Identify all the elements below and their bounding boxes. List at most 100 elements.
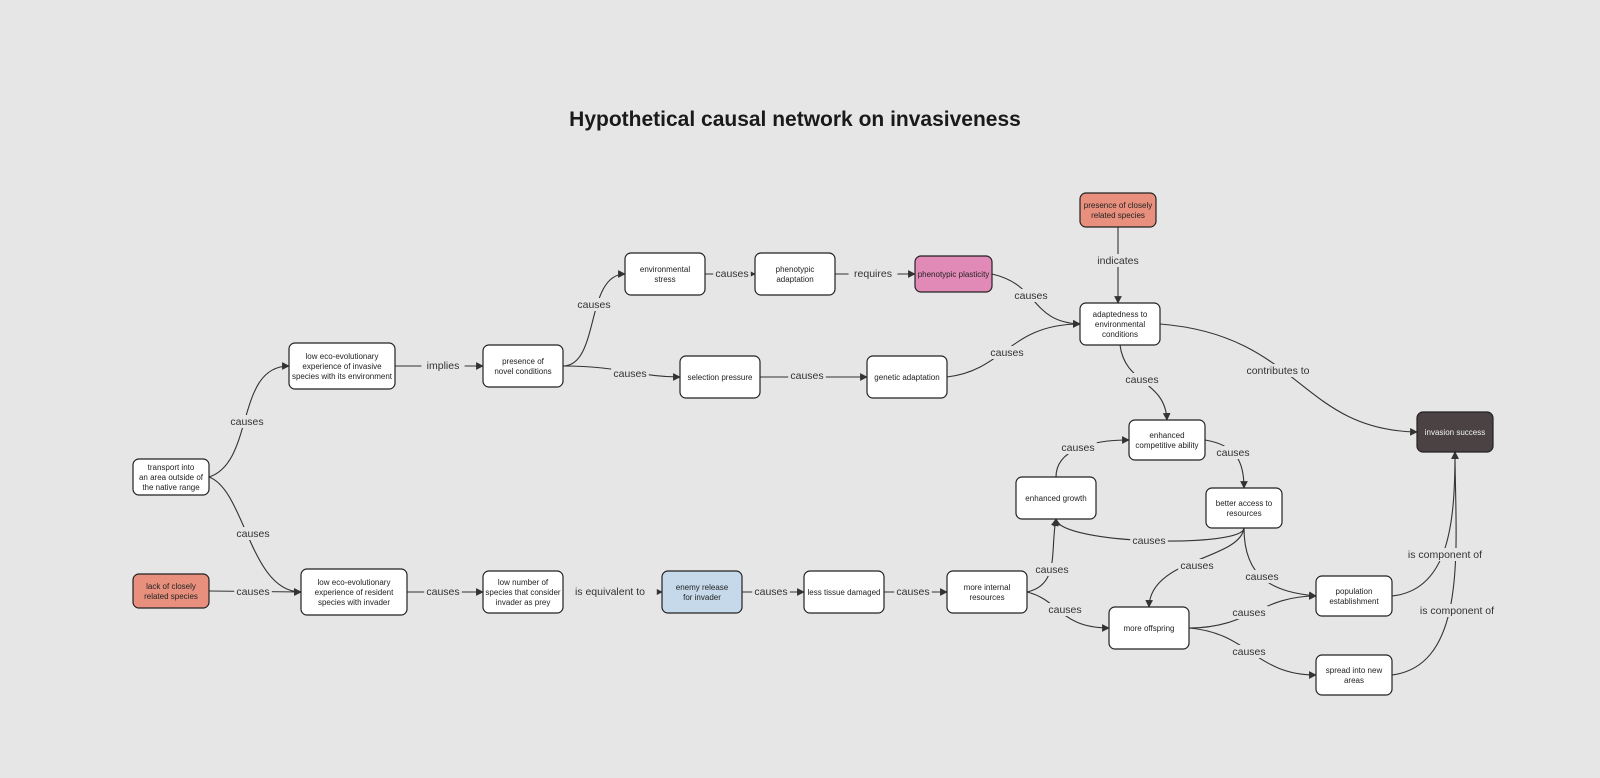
- node-label-line: species with its environment: [292, 372, 393, 381]
- edge-pheno-plast-to-adaptedness: [991, 273, 1081, 328]
- node-label-line: enemy release: [676, 583, 729, 592]
- node-label-line: invasion success: [1425, 428, 1485, 437]
- node-label-line: genetic adaptation: [874, 373, 939, 382]
- node-label-line: presence of: [502, 357, 545, 366]
- edge-pop-establishment-to-invasion-success: [1391, 451, 1459, 597]
- node-box: [1315, 575, 1393, 617]
- edge-label-background: [234, 527, 272, 540]
- edge-label-background: [424, 585, 462, 598]
- edge-label-background: [1090, 254, 1146, 267]
- node-invasion-success[interactable]: invasion success: [1416, 411, 1494, 453]
- edge-label-text: contributes to: [1246, 365, 1309, 377]
- edge-label-background: [234, 585, 272, 598]
- node-genetic[interactable]: genetic adaptation: [866, 355, 948, 399]
- edge-label-background: [752, 585, 790, 598]
- node-box: [803, 570, 885, 614]
- node-box: [624, 252, 706, 296]
- edge-label-background: [1214, 446, 1252, 459]
- edge-label: causes: [1033, 563, 1071, 576]
- node-less-tissue[interactable]: less tissue damaged: [803, 570, 885, 614]
- edge-label-text: causes: [1048, 604, 1081, 616]
- edge-label-background: [1033, 563, 1071, 576]
- node-box: [946, 570, 1028, 614]
- edge-label-background: [1059, 441, 1097, 454]
- edge-label-text: causes: [577, 299, 610, 311]
- edge-label: causes: [1012, 289, 1050, 302]
- node-box: [1079, 302, 1161, 346]
- edge-label-background: [563, 585, 657, 598]
- node-label-line: less tissue damaged: [808, 588, 881, 597]
- edge-label-text: causes: [236, 528, 269, 540]
- edge-label-text: is component of: [1408, 549, 1482, 561]
- node-label-line: stress: [654, 275, 675, 284]
- edge-label-background: [713, 267, 751, 280]
- node-box: [1128, 419, 1206, 461]
- node-box: [754, 252, 836, 296]
- node-pheno-plast[interactable]: phenotypic plasticity: [914, 255, 993, 293]
- node-more-offspring[interactable]: more offspring: [1108, 606, 1190, 650]
- node-box: [679, 355, 761, 399]
- node-label-line: enhanced growth: [1025, 494, 1086, 503]
- edge-label: causes: [1046, 603, 1084, 616]
- edge-label-text: causes: [1061, 442, 1094, 454]
- node-label-line: species that consider: [485, 588, 560, 597]
- node-label-line: phenotypic plasticity: [918, 270, 990, 279]
- edge-label-background: [988, 346, 1026, 359]
- edge-label-background: [848, 267, 898, 280]
- node-box: [132, 573, 210, 609]
- edge-label-text: causes: [1245, 571, 1278, 583]
- edge-label: causes: [611, 367, 649, 380]
- edge-label: causes: [752, 585, 790, 598]
- edge-label-text: causes: [1216, 447, 1249, 459]
- edge-label-background: [1236, 364, 1320, 377]
- edge-more-internal-to-enh-growth: [1026, 518, 1059, 593]
- edge-label-text: is equivalent to: [575, 586, 645, 598]
- edge-label: causes: [575, 298, 613, 311]
- edge-label-text: causes: [1232, 607, 1265, 619]
- node-label-line: presence of closely: [1084, 201, 1152, 210]
- edge-label-text: is component of: [1420, 605, 1494, 617]
- node-label-line: lack of closely: [146, 582, 196, 591]
- node-label-line: experience of invasive: [302, 362, 382, 371]
- edge-label-background: [611, 367, 649, 380]
- node-selection[interactable]: selection pressure: [679, 355, 761, 399]
- node-box: [1079, 192, 1157, 228]
- edge-label: causes: [788, 369, 826, 382]
- edge-novel-conditions-to-env-stress: [562, 270, 626, 367]
- edge-label-text: causes: [754, 586, 787, 598]
- node-label-line: areas: [1344, 676, 1364, 685]
- edge-label-text: causes: [1232, 646, 1265, 658]
- node-label-line: adaptedness to: [1093, 310, 1148, 319]
- node-enh-growth[interactable]: enhanced growth: [1015, 476, 1097, 520]
- node-box: [1205, 487, 1283, 529]
- node-label-line: an area outside of: [139, 473, 204, 482]
- node-label-line: more internal: [964, 583, 1011, 592]
- edge-label-background: [1243, 570, 1281, 583]
- node-box: [1108, 606, 1190, 650]
- edge-label-background: [228, 415, 266, 428]
- edge-label-background: [1046, 603, 1084, 616]
- edge-label-text: causes: [1014, 290, 1047, 302]
- edge-label-background: [575, 298, 613, 311]
- edge-label: causes: [1130, 534, 1168, 547]
- node-label-line: related species: [1091, 211, 1145, 220]
- edge-label-background: [1413, 604, 1501, 617]
- edge-label-text: indicates: [1097, 255, 1138, 267]
